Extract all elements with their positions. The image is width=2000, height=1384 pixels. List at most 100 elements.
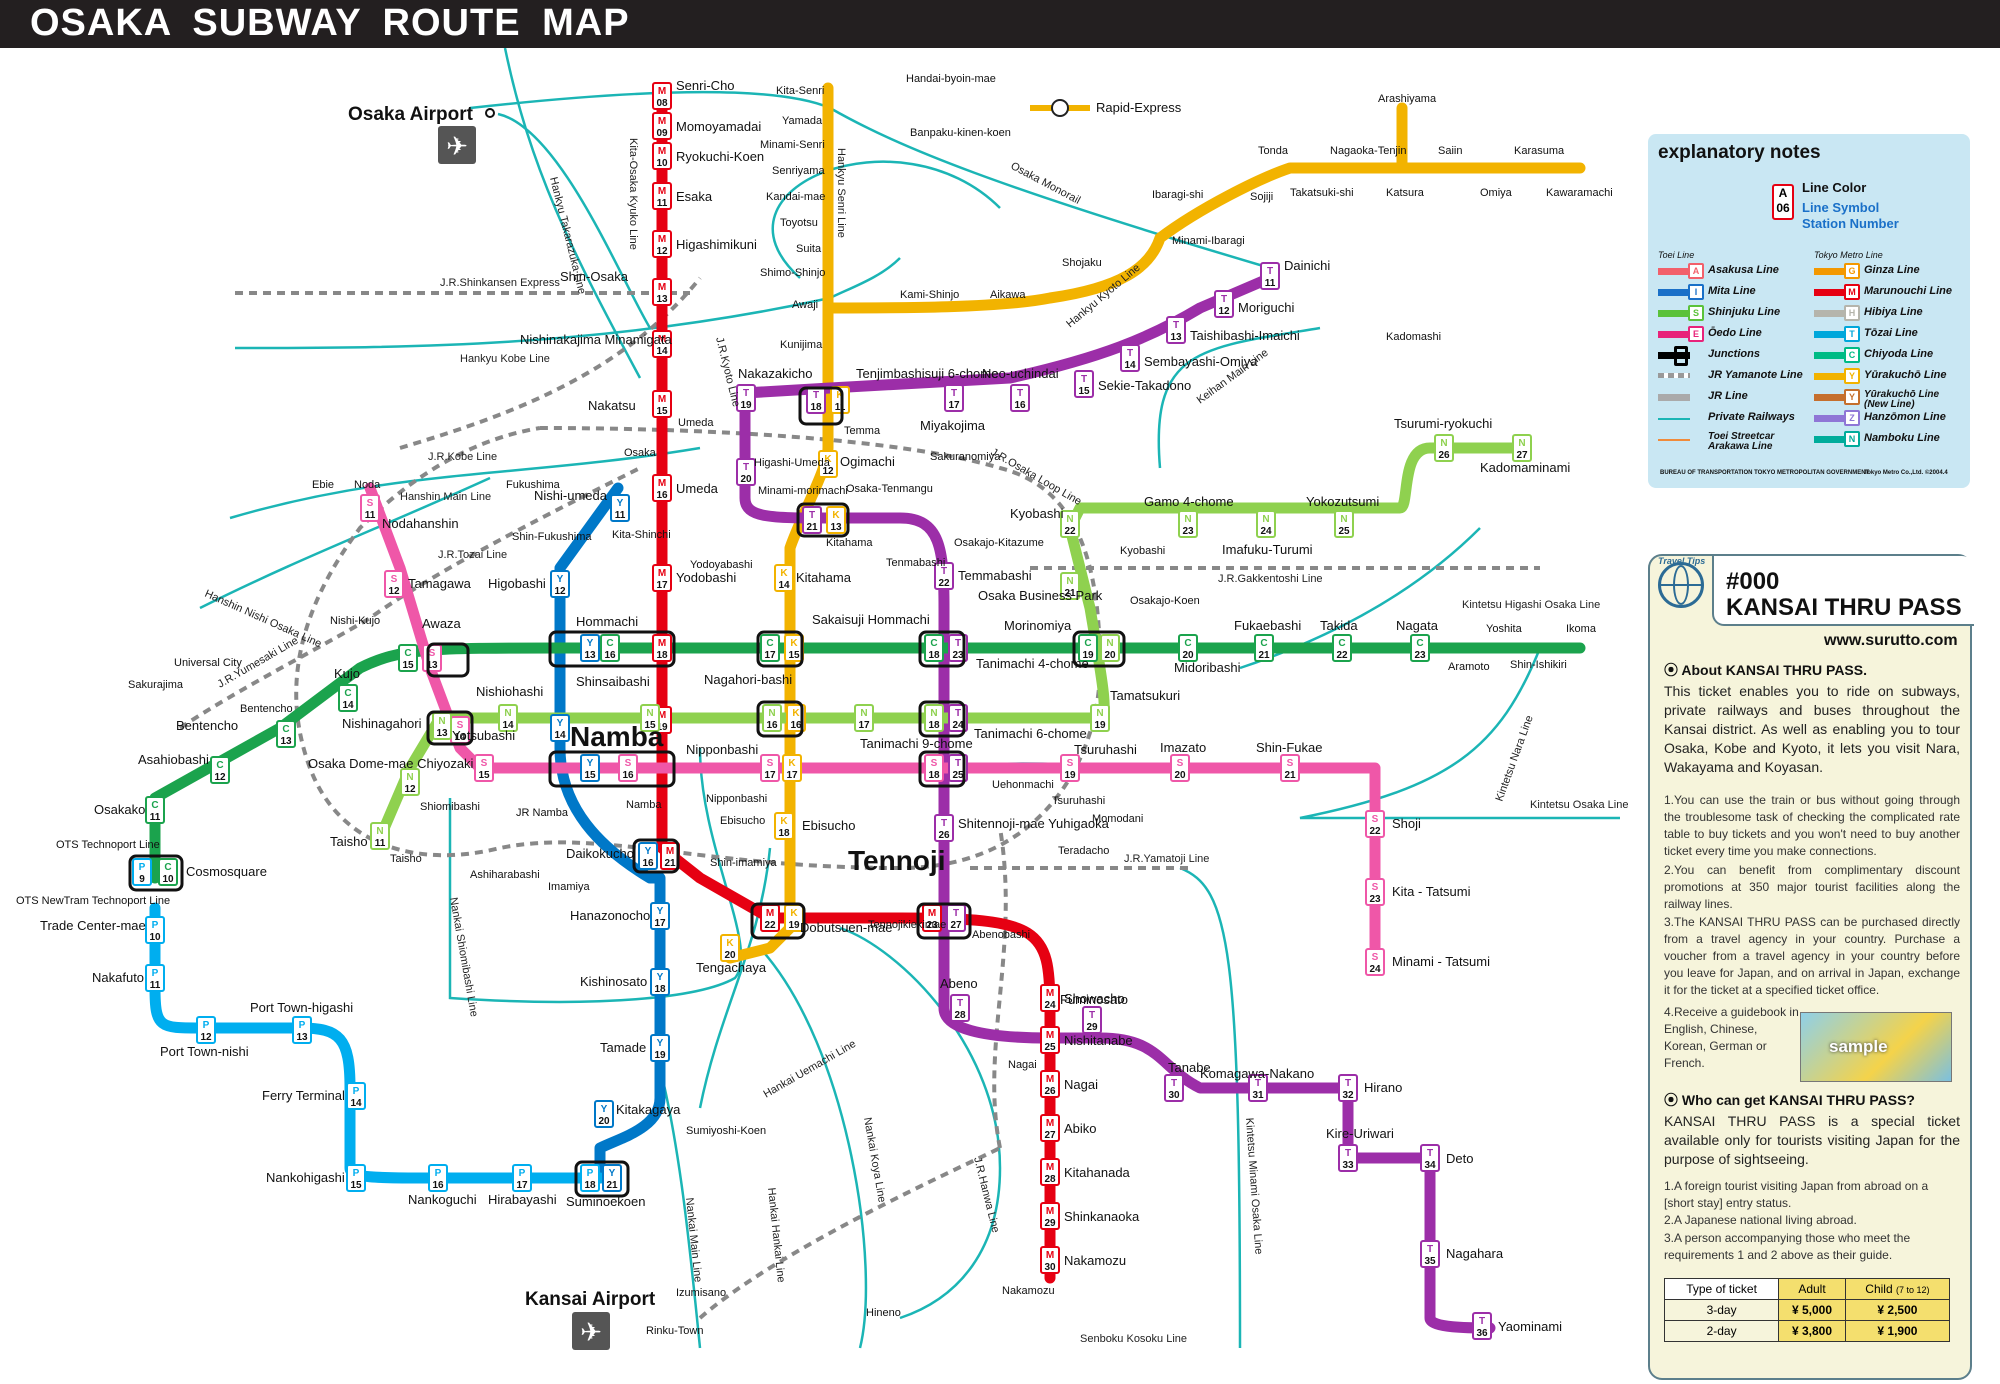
station-badge-t11[interactable]: T11 — [1261, 263, 1279, 289]
station-badge-p9[interactable]: P9 — [133, 859, 151, 885]
station-badge-y11[interactable]: Y11 — [611, 495, 629, 521]
station-badge-s11[interactable]: S11 — [361, 495, 379, 521]
station-badge-y12[interactable]: Y12 — [551, 571, 569, 597]
station-badge-t18[interactable]: T18 — [807, 387, 825, 413]
station-badge-c10[interactable]: C10 — [159, 859, 177, 885]
station-badge-t14[interactable]: T14 — [1121, 345, 1139, 371]
station-badge-p11[interactable]: P11 — [146, 965, 164, 991]
station-badge-c22[interactable]: C22 — [1333, 635, 1351, 661]
station-badge-m26[interactable]: M26 — [1041, 1071, 1059, 1097]
station-badge-n18[interactable]: N18 — [925, 705, 943, 731]
station-badge-m29[interactable]: M29 — [1041, 1203, 1059, 1229]
station-badge-t17[interactable]: T17 — [945, 385, 963, 411]
station-badge-t21[interactable]: T21 — [803, 507, 821, 533]
station-badge-p13[interactable]: P13 — [293, 1017, 311, 1043]
station-badge-y16[interactable]: Y16 — [639, 843, 657, 869]
station-badge-n27[interactable]: N27 — [1513, 435, 1531, 461]
station-badge-k17[interactable]: K17 — [783, 755, 801, 781]
station-badge-m21[interactable]: M21 — [661, 843, 679, 869]
station-badge-n23[interactable]: N23 — [1179, 511, 1197, 537]
station-badge-t30[interactable]: T30 — [1165, 1075, 1183, 1101]
station-badge-n20[interactable]: N20 — [1101, 635, 1119, 661]
station-badge-s19[interactable]: S19 — [1061, 755, 1079, 781]
station-badge-c20[interactable]: C20 — [1179, 635, 1197, 661]
station-badge-c16[interactable]: C16 — [601, 635, 619, 661]
station-badge-t26[interactable]: T26 — [935, 815, 953, 841]
station-badge-s12[interactable]: S12 — [385, 571, 403, 597]
station-badge-s23[interactable]: S23 — [1366, 879, 1384, 905]
station-badge-s22[interactable]: S22 — [1366, 811, 1384, 837]
station-badge-y13[interactable]: Y13 — [581, 635, 599, 661]
station-badge-k14[interactable]: K14 — [775, 565, 793, 591]
station-badge-c15[interactable]: C15 — [399, 645, 417, 671]
station-badge-c13[interactable]: C13 — [277, 721, 295, 747]
station-badge-y18[interactable]: Y18 — [651, 969, 669, 995]
station-badge-p12[interactable]: P12 — [197, 1017, 215, 1043]
station-badge-n25[interactable]: N25 — [1335, 511, 1353, 537]
station-badge-y21[interactable]: Y21 — [603, 1165, 621, 1191]
station-badge-y20[interactable]: Y20 — [595, 1101, 613, 1127]
station-badge-s13[interactable]: S13 — [423, 645, 441, 671]
station-badge-m13[interactable]: M13 — [653, 279, 671, 305]
station-badge-n16[interactable]: N16 — [763, 705, 781, 731]
station-badge-t28[interactable]: T28 — [951, 995, 969, 1021]
station-badge-s16[interactable]: S16 — [619, 755, 637, 781]
station-badge-p18[interactable]: P18 — [581, 1165, 599, 1191]
station-badge-s20[interactable]: S20 — [1171, 755, 1189, 781]
station-badge-m24[interactable]: M24 — [1041, 985, 1059, 1011]
station-badge-c12[interactable]: C12 — [211, 757, 229, 783]
station-badge-n11[interactable]: N11 — [371, 823, 389, 849]
station-badge-n24[interactable]: N24 — [1257, 511, 1275, 537]
station-badge-s18[interactable]: S18 — [925, 755, 943, 781]
station-badge-p14[interactable]: P14 — [347, 1083, 365, 1109]
station-badge-m16[interactable]: M16 — [653, 475, 671, 501]
station-badge-n12[interactable]: N12 — [401, 769, 419, 795]
station-badge-t13[interactable]: T13 — [1167, 317, 1185, 343]
station-badge-s17[interactable]: S17 — [761, 755, 779, 781]
station-badge-n17[interactable]: N17 — [855, 705, 873, 731]
station-badge-t27[interactable]: T27 — [947, 905, 965, 931]
station-badge-y15[interactable]: Y15 — [581, 755, 599, 781]
station-badge-p16[interactable]: P16 — [429, 1165, 447, 1191]
station-badge-m15[interactable]: M15 — [653, 391, 671, 417]
station-badge-n22[interactable]: N22 — [1061, 511, 1079, 537]
station-badge-c18[interactable]: C18 — [925, 635, 943, 661]
station-badge-m30[interactable]: M30 — [1041, 1247, 1059, 1273]
station-badge-n19[interactable]: N19 — [1091, 705, 1109, 731]
station-badge-m10[interactable]: M10 — [653, 143, 671, 169]
station-badge-m27[interactable]: M27 — [1041, 1115, 1059, 1141]
station-badge-m18[interactable]: M18 — [653, 635, 671, 661]
station-badge-c21[interactable]: C21 — [1255, 635, 1273, 661]
station-badge-m22[interactable]: M22 — [761, 905, 779, 931]
station-badge-k18[interactable]: K18 — [775, 813, 793, 839]
station-badge-t35[interactable]: T35 — [1421, 1241, 1439, 1267]
station-badge-m28[interactable]: M28 — [1041, 1159, 1059, 1185]
station-badge-m08[interactable]: M08 — [653, 83, 671, 109]
station-badge-p17[interactable]: P17 — [513, 1165, 531, 1191]
station-badge-t34[interactable]: T34 — [1421, 1145, 1439, 1171]
station-badge-t33[interactable]: T33 — [1339, 1145, 1357, 1171]
station-badge-p10[interactable]: P10 — [146, 917, 164, 943]
station-badge-s21[interactable]: S21 — [1281, 755, 1299, 781]
station-badge-y14[interactable]: Y14 — [551, 715, 569, 741]
station-badge-c17[interactable]: C17 — [761, 635, 779, 661]
station-badge-y19[interactable]: Y19 — [651, 1035, 669, 1061]
station-badge-t29[interactable]: T29 — [1083, 1007, 1101, 1033]
station-badge-t20[interactable]: T20 — [737, 459, 755, 485]
station-badge-m25[interactable]: M25 — [1041, 1027, 1059, 1053]
station-badge-s15[interactable]: S15 — [475, 755, 493, 781]
station-badge-k20[interactable]: K20 — [721, 935, 739, 961]
station-badge-n13[interactable]: N13 — [433, 713, 451, 739]
station-badge-c14[interactable]: C14 — [339, 685, 357, 711]
station-badge-y17[interactable]: Y17 — [651, 903, 669, 929]
route-map[interactable]: Rapid-Express M08M09M10M11M12M13M14M15M1… — [0, 48, 1640, 1384]
station-badge-c23[interactable]: C23 — [1411, 635, 1429, 661]
station-badge-n26[interactable]: N26 — [1435, 435, 1453, 461]
station-badge-m12[interactable]: M12 — [653, 231, 671, 257]
station-badge-t12[interactable]: T12 — [1215, 291, 1233, 317]
station-badge-t36[interactable]: T36 — [1473, 1313, 1491, 1339]
station-badge-p15[interactable]: P15 — [347, 1165, 365, 1191]
station-badge-t16[interactable]: T16 — [1011, 385, 1029, 411]
station-badge-c11[interactable]: C11 — [146, 797, 164, 823]
station-badge-m17[interactable]: M17 — [653, 565, 671, 591]
